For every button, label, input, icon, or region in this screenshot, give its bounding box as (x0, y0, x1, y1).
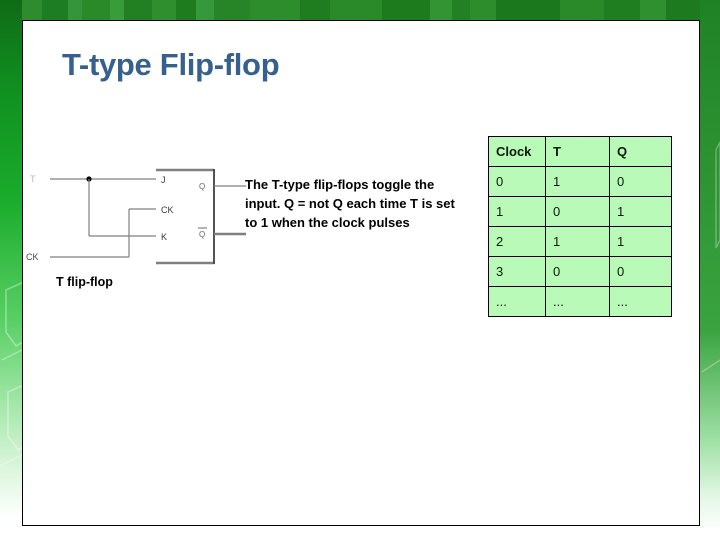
table-row: 1 0 1 (488, 196, 672, 227)
decorative-right-band (700, 0, 720, 540)
cell-clock: 2 (488, 226, 546, 257)
diagram-pin-k: K (161, 232, 167, 242)
cell-q: 1 (609, 226, 672, 257)
column-header-q: Q (609, 136, 672, 167)
cell-t: 0 (545, 196, 610, 227)
cell-clock: 3 (488, 256, 546, 287)
cell-clock: 0 (488, 166, 546, 197)
slide-title: T-type Flip-flop (62, 47, 280, 82)
decorative-bottom-band (0, 528, 720, 540)
column-header-clock: Clock (488, 136, 546, 167)
cell-clock: ... (488, 286, 546, 317)
table-row: 3 0 0 (488, 256, 672, 287)
table-header-row: Clock T Q (488, 136, 672, 167)
cell-q: 0 (609, 166, 672, 197)
diagram-input-ck-label: CK (26, 252, 39, 262)
table-row: ... ... ... (488, 286, 672, 317)
cell-q: 1 (609, 196, 672, 227)
decorative-top-band (0, 0, 720, 21)
diagram-pin-ck: CK (161, 205, 174, 215)
cell-q: ... (609, 286, 672, 317)
cell-t: 1 (545, 166, 610, 197)
cell-t: 0 (545, 256, 610, 287)
t-flip-flop-diagram: J CK K Q Q T CK (26, 168, 246, 265)
diagram-pin-j: J (161, 175, 166, 185)
diagram-pin-q: Q (199, 182, 205, 191)
cell-clock: 1 (488, 196, 546, 227)
decorative-left-band (0, 0, 22, 540)
diagram-pin-q-bar: Q (199, 230, 205, 239)
description-paragraph: The T-type flip-flops toggle the input. … (245, 177, 455, 230)
cell-q: 0 (609, 256, 672, 287)
cell-t: ... (545, 286, 610, 317)
table-row: 2 1 1 (488, 226, 672, 257)
diagram-caption: T flip-flop (56, 275, 113, 289)
truth-table: Clock T Q 0 1 0 1 0 1 2 1 1 3 (488, 136, 672, 317)
cell-t: 1 (545, 226, 610, 257)
table-row: 0 1 0 (488, 166, 672, 197)
column-header-t: T (545, 136, 610, 167)
diagram-input-t-label: T (30, 174, 36, 184)
